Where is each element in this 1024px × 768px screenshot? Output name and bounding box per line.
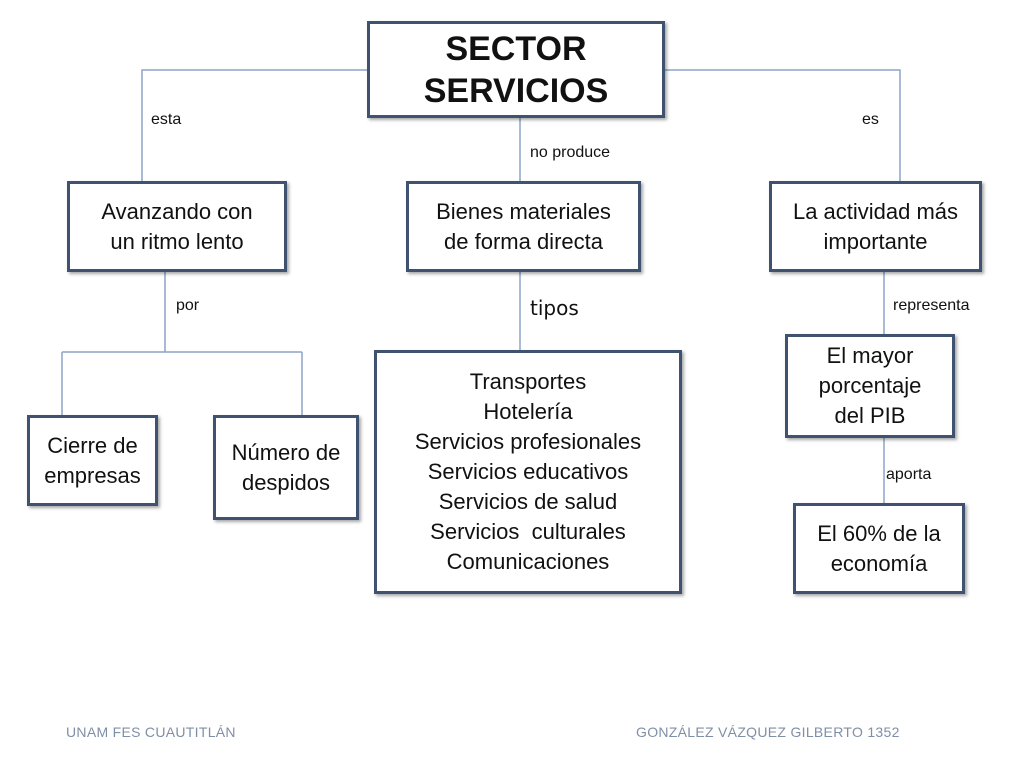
cierre-line-2: empresas <box>44 462 141 488</box>
link-label-aporta: aporta <box>886 466 932 483</box>
link-label-tipos: tipos <box>530 296 579 320</box>
bienes-line-1: Bienes materiales <box>436 198 611 224</box>
tipo-item: Servicios educativos <box>427 459 629 484</box>
node-bienes-materiales: Bienes materiales de forma directa <box>406 181 641 272</box>
link-label-por: por <box>176 297 200 314</box>
mayor-line-1: El mayor <box>826 343 914 368</box>
node-avanzando: Avanzando con un ritmo lento <box>67 181 287 272</box>
tipo-item: Servicios profesionales <box>414 429 642 454</box>
root-line-2: SERVICIOS <box>423 71 609 110</box>
node-tipos-list: Transportes Hotelería Servicios profesio… <box>374 350 682 594</box>
node-actividad-importante: La actividad más importante <box>769 181 982 272</box>
tipo-item: Servicios culturales <box>430 519 626 544</box>
mayor-line-3: del PIB <box>834 403 906 428</box>
sesenta-line-2: economía <box>830 550 928 576</box>
connector-es <box>665 69 901 183</box>
bienes-line-2: de forma directa <box>444 228 603 254</box>
connector-por <box>61 271 303 417</box>
node-mayor-porcentaje: El mayor porcentaje del PIB <box>785 334 955 438</box>
mayor-line-2: porcentaje <box>818 373 922 398</box>
connector-esta <box>141 69 368 183</box>
despidos-line-2: despidos <box>241 469 331 495</box>
tipo-item: Hotelería <box>483 399 573 424</box>
link-label-representa: representa <box>893 297 970 314</box>
footer-institution: UNAM FES CUAUTITLÁN <box>66 724 236 740</box>
node-sesenta-economia: El 60% de la economía <box>793 503 965 594</box>
actividad-line-1: La actividad más <box>792 198 959 224</box>
avanzando-line-2: un ritmo lento <box>110 228 244 254</box>
node-numero-despidos: Número de despidos <box>213 415 359 520</box>
link-label-no-produce: no produce <box>530 144 611 161</box>
root-line-1: SECTOR <box>445 29 587 68</box>
actividad-line-2: importante <box>823 228 928 254</box>
avanzando-line-1: Avanzando con <box>101 198 253 224</box>
cierre-line-1: Cierre de <box>47 432 138 458</box>
tipo-item: Comunicaciones <box>446 549 610 574</box>
node-cierre-empresas: Cierre de empresas <box>27 415 158 506</box>
footer-author: GONZÁLEZ VÁZQUEZ GILBERTO 1352 <box>636 724 900 740</box>
tipo-item: Transportes <box>469 369 587 394</box>
root-node-sector-servicios: SECTOR SERVICIOS <box>367 21 665 118</box>
link-label-es: es <box>862 111 879 128</box>
despidos-line-1: Número de <box>231 439 341 465</box>
tipo-item: Servicios de salud <box>438 489 618 514</box>
link-label-esta: esta <box>151 111 182 128</box>
sesenta-line-1: El 60% de la <box>817 520 941 546</box>
